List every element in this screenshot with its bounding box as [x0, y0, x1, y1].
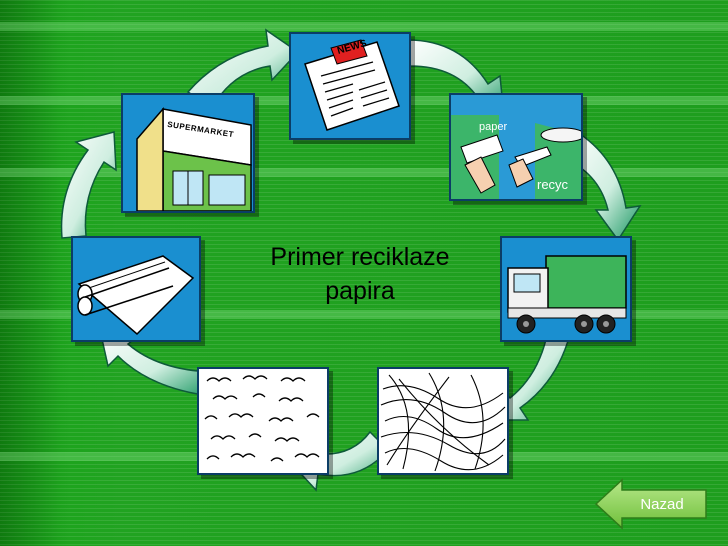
- recycling-bin-recycle-label: recyc: [537, 177, 569, 192]
- diagram-title: Primer reciklaze papira: [230, 240, 490, 308]
- arrow-to-supermarket: [60, 131, 117, 239]
- background-stripe: [0, 310, 728, 319]
- recycling-bin-paper-label: paper: [479, 121, 508, 133]
- diagram-title-line-1: Primer reciklaze: [270, 243, 450, 271]
- panel-supermarket: SUPERMARKET: [121, 93, 255, 213]
- panel-recycling: paper recyc: [449, 93, 583, 201]
- back-arrow-icon: [594, 478, 707, 530]
- panel-paper-rolls: [71, 236, 201, 342]
- panel-newspaper: NEWS: [289, 32, 411, 140]
- background-stripe: [0, 168, 728, 177]
- back-button-label: Nazad: [640, 496, 684, 513]
- background-stripe: [0, 22, 728, 31]
- panel-pulp: [197, 367, 329, 475]
- background-shade: [0, 0, 70, 546]
- back-button[interactable]: Nazad: [594, 478, 710, 530]
- panel-fiber: [377, 367, 509, 475]
- diagram-title-line-2: papira: [325, 277, 395, 305]
- panel-truck: [500, 236, 632, 342]
